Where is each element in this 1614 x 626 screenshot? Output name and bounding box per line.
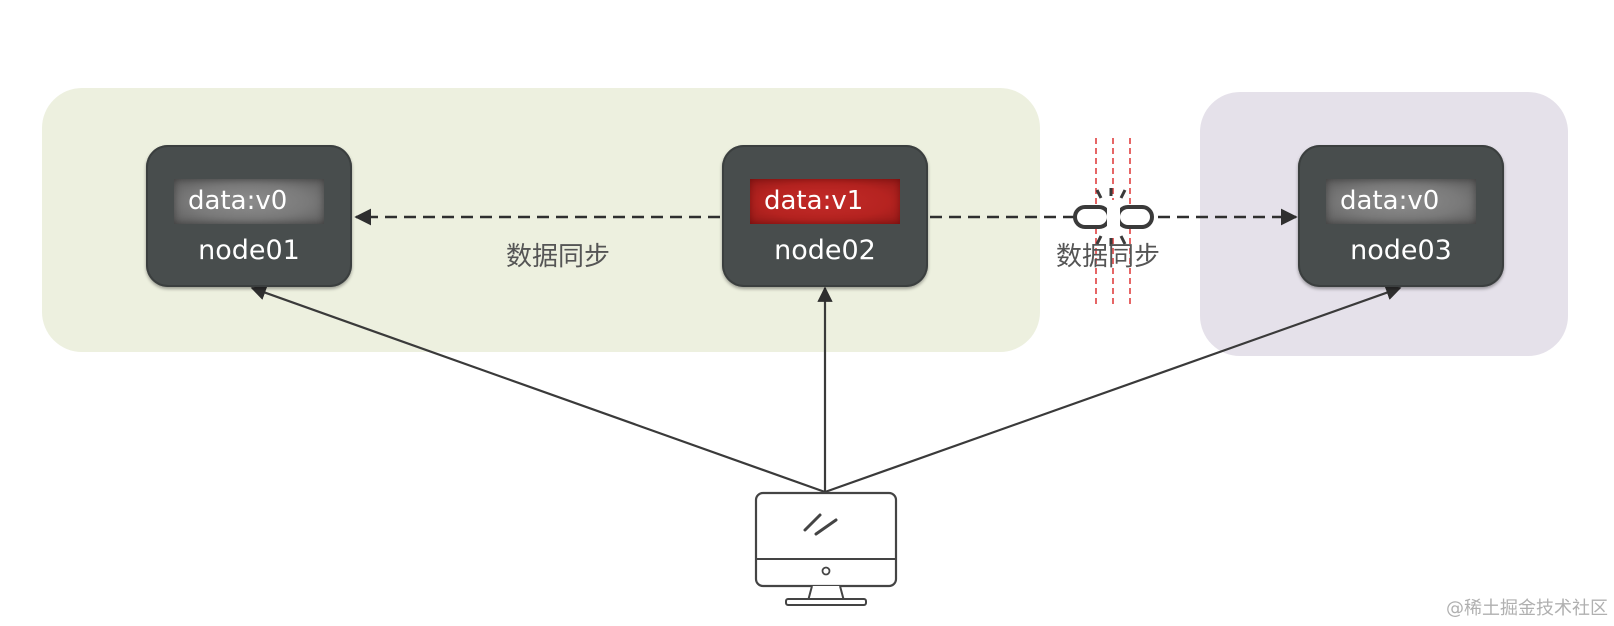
node01-data-value: data:v0 — [174, 179, 324, 224]
broken-link-icon — [1073, 188, 1154, 246]
node02-label: node02 — [774, 235, 876, 266]
node01-label: node01 — [198, 235, 300, 266]
sync-label-left: 数据同步 — [506, 242, 611, 272]
client-to-node03-arrow — [824, 285, 1402, 494]
client-monitor-icon — [754, 491, 898, 606]
node03-label: node03 — [1350, 235, 1452, 266]
node03-data-value: data:v0 — [1326, 179, 1476, 224]
node02-box: data:v1 node02 — [722, 145, 928, 287]
node01-box: data:v0 node01 — [146, 145, 352, 287]
sync-label-right: 数据同步 — [1056, 242, 1161, 272]
client-to-node01-arrow — [250, 285, 826, 494]
watermark: @稀土掘金技术社区 — [1446, 598, 1608, 619]
node03-box: data:v0 node03 — [1298, 145, 1504, 287]
node02-data-value: data:v1 — [750, 179, 900, 224]
